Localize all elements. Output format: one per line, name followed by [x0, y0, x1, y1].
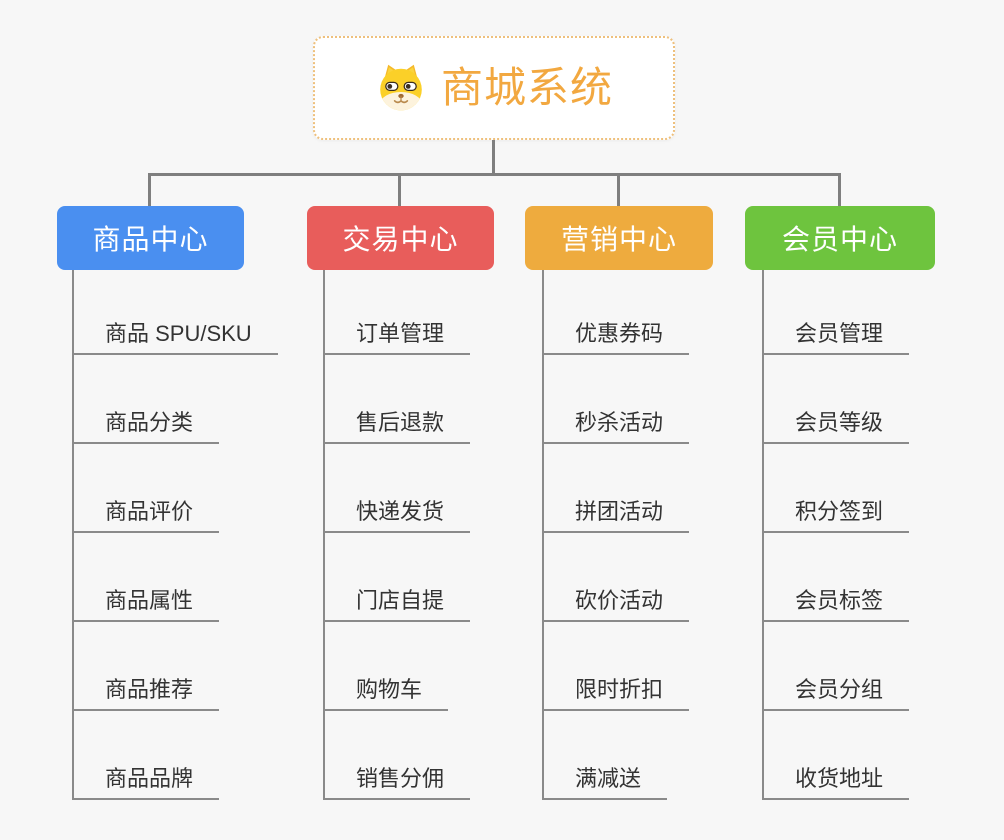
leaf-node[interactable]: 商品 SPU/SKU [72, 321, 278, 355]
connector-drop-member [838, 173, 841, 206]
leaf-node[interactable]: 砍价活动 [542, 588, 690, 622]
connector-trunk-product [72, 270, 74, 800]
leaf-node[interactable]: 拼团活动 [542, 499, 690, 533]
connector-drop-marketing [617, 173, 620, 206]
branch-node-product-center[interactable]: 商品中心 [57, 206, 244, 270]
leaf-node[interactable]: 商品评价 [72, 499, 220, 533]
leaf-node[interactable]: 会员等级 [762, 410, 910, 444]
connector-trunk-marketing [542, 270, 544, 800]
leaf-node[interactable]: 商品分类 [72, 410, 220, 444]
leaf-node[interactable]: 会员标签 [762, 588, 910, 622]
branch-node-marketing-center[interactable]: 营销中心 [525, 206, 713, 270]
connector-root-stem [492, 140, 495, 175]
leaf-node[interactable]: 订单管理 [323, 321, 471, 355]
leaf-node[interactable]: 商品属性 [72, 588, 220, 622]
branch-node-trade-center[interactable]: 交易中心 [307, 206, 494, 270]
root-node-mall-system[interactable]: 商城系统 [313, 36, 675, 140]
leaf-node[interactable]: 商品品牌 [72, 766, 220, 800]
leaf-node[interactable]: 优惠券码 [542, 321, 690, 355]
connector-drop-trade [398, 173, 401, 206]
leaf-node[interactable]: 会员分组 [762, 677, 910, 711]
leaf-node[interactable]: 购物车 [323, 677, 449, 711]
leaf-node[interactable]: 积分签到 [762, 499, 910, 533]
leaf-node[interactable]: 商品推荐 [72, 677, 220, 711]
connector-horizontal-bar [148, 173, 841, 176]
leaf-node[interactable]: 售后退款 [323, 410, 471, 444]
leaf-node[interactable]: 门店自提 [323, 588, 471, 622]
leaf-node[interactable]: 限时折扣 [542, 677, 690, 711]
branch-node-member-center[interactable]: 会员中心 [745, 206, 935, 270]
leaf-node[interactable]: 销售分佣 [323, 766, 471, 800]
leaf-node[interactable]: 快递发货 [323, 499, 471, 533]
root-title: 商城系统 [440, 64, 613, 111]
connector-trunk-trade [323, 270, 325, 800]
dog-face-icon [380, 64, 422, 111]
connector-trunk-member [762, 270, 764, 800]
leaf-node[interactable]: 满减送 [542, 766, 668, 800]
leaf-node[interactable]: 会员管理 [762, 321, 910, 355]
leaf-node[interactable]: 秒杀活动 [542, 410, 690, 444]
connector-drop-product [148, 173, 151, 206]
leaf-node[interactable]: 收货地址 [762, 766, 910, 800]
